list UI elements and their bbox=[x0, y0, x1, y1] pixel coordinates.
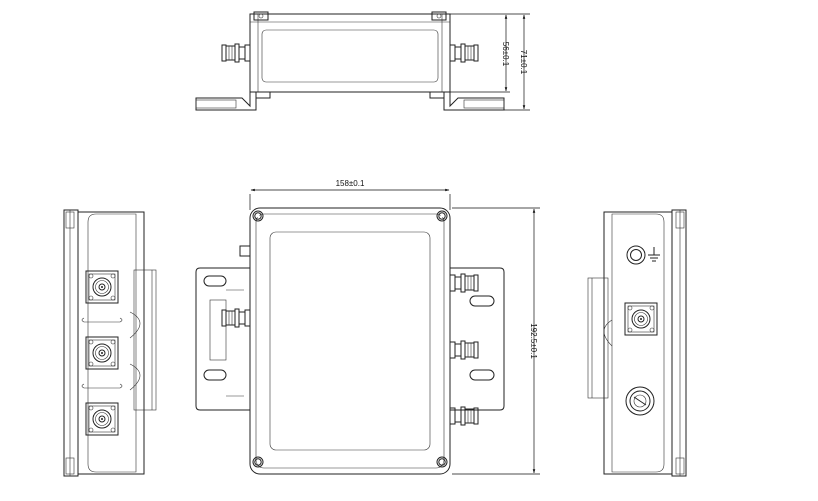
ground-terminal bbox=[626, 245, 646, 265]
width-dimension: 158±0.1 bbox=[336, 179, 365, 188]
enclosure-side bbox=[249, 13, 451, 93]
screw-icon bbox=[252, 456, 264, 468]
total-height-dimension: 71±0.1 bbox=[519, 50, 528, 75]
enclosure-top bbox=[249, 207, 451, 475]
ground-icon bbox=[648, 247, 660, 262]
height-dimension: 192.5±0.1 bbox=[529, 323, 538, 359]
screw-icon bbox=[252, 210, 264, 222]
round-port bbox=[625, 386, 655, 416]
plan-left-bracket bbox=[195, 267, 251, 411]
screw-icon bbox=[436, 456, 448, 468]
top-elevation-view: 56±0.1 71±0.1 bbox=[195, 11, 530, 111]
left-side-view bbox=[63, 209, 157, 477]
left-bracket bbox=[195, 91, 257, 111]
right-bracket bbox=[443, 91, 505, 111]
body-height-dimension: 56±0.1 bbox=[501, 42, 510, 67]
right-side-view bbox=[587, 209, 687, 477]
plan-view: 158±0.1 192.5±0.1 bbox=[195, 179, 540, 475]
right-connector bbox=[449, 43, 479, 63]
screw-icon bbox=[436, 210, 448, 222]
left-connector bbox=[221, 43, 251, 63]
